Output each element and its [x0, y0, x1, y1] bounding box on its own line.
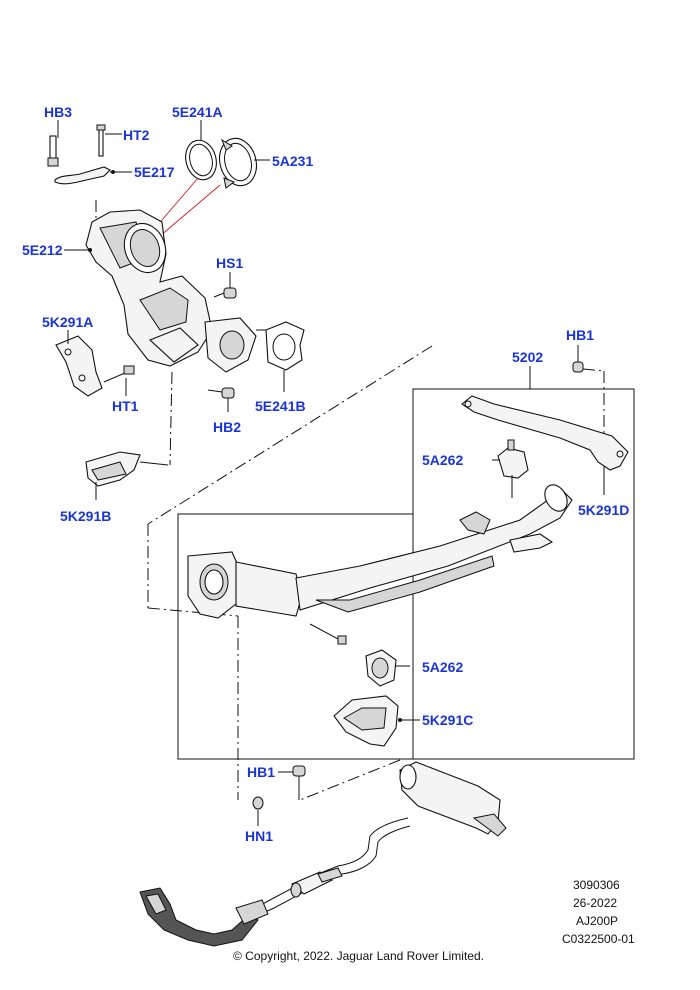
bolt-hb2 [207, 387, 235, 412]
gasket-5e241a [185, 120, 217, 181]
callout-hb1-top: HB1 [566, 327, 594, 343]
callout-5a231: 5A231 [272, 153, 313, 169]
rail-bracket-5k291d [461, 395, 629, 495]
sensor-bracket-5e217 [47, 120, 132, 185]
callout-hn1: HN1 [245, 828, 273, 844]
callout-ht1: HT1 [112, 398, 139, 414]
heat-shield-5k291b [85, 451, 169, 500]
overview-exhaust-system [139, 761, 507, 947]
callout-5e241b: 5E241B [255, 398, 306, 414]
rear-pipe-assembly [187, 484, 573, 645]
bolt-ht1 [103, 365, 135, 396]
bracket-5k291a [55, 330, 103, 397]
mount-5a262-bottom [365, 649, 410, 687]
gasket-5e241b [256, 321, 305, 392]
callout-hb1-bottom: HB1 [247, 764, 275, 780]
stud-hs1 [213, 272, 237, 299]
callout-5k291b: 5K291B [60, 508, 111, 524]
callout-5a262-bottom: 5A262 [422, 659, 463, 675]
callout-hb2: HB2 [213, 419, 241, 435]
callout-hs1: HS1 [216, 255, 243, 271]
callout-5e212: 5E212 [22, 242, 63, 258]
callout-5e241a: 5E241A [172, 104, 223, 120]
callout-5k291d: 5K291D [578, 502, 629, 518]
clamp-5a231 [218, 137, 270, 189]
reference-line-1: 3090306 [573, 878, 620, 892]
copyright-notice: © Copyright, 2022. Jaguar Land Rover Lim… [233, 949, 484, 963]
callout-hb3: HB3 [44, 104, 72, 120]
callout-5k291c: 5K291C [422, 712, 473, 728]
callout-5a262-top: 5A262 [422, 452, 463, 468]
nut-hn1 [252, 796, 264, 826]
heat-shield-5k291c [333, 695, 420, 747]
reference-line-3: AJ200P [576, 914, 618, 928]
callout-ht2: HT2 [123, 127, 150, 143]
mount-5a262-top [492, 439, 529, 498]
reference-line-2: 26-2022 [573, 896, 617, 910]
callout-5k291a: 5K291A [42, 314, 93, 330]
callout-5e217: 5E217 [134, 164, 175, 180]
assembly-box-inner [177, 513, 413, 760]
reference-line-4: C0322500-01 [562, 932, 635, 946]
bolt-hb1-bottom [278, 765, 306, 800]
callout-5202: 5202 [512, 349, 543, 365]
catalytic-converter-5e212 [64, 209, 257, 373]
reference-block: 3090306 26-2022 AJ200P C0322500-01 [562, 878, 635, 946]
